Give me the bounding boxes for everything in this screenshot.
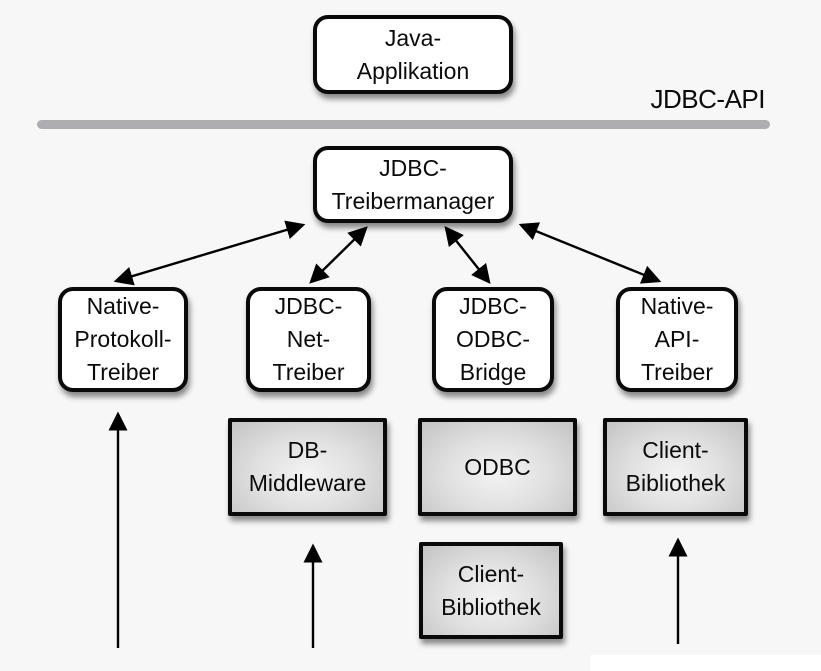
node-odbc: ODBC [418,418,577,516]
node-jdbc-treibermanager: JDBC- Treibermanager [313,146,513,223]
arrow-treibermanager-native-protokoll [113,220,306,286]
node-label: JDBC- ODBC- Bridge [455,293,531,385]
node-label: Native- API- Treiber [640,293,714,385]
node-label: JDBC- Net- Treiber [272,293,345,385]
node-label: Native- Protokoll- Treiber [74,293,172,385]
node-client-bibliothek-odbc: Client- Bibliothek [419,542,563,639]
node-client-bibliothek-native-api: Client- Bibliothek [603,418,748,516]
node-label: Client- Bibliothek [441,560,541,620]
node-jdbc-odbc-bridge: JDBC- ODBC- Bridge [432,287,554,392]
cutoff-white-box [590,655,821,671]
node-label: ODBC [464,453,531,480]
node-label: JDBC- Treibermanager [331,154,495,214]
arrow-treibermanager-jdbc-odbc [444,226,491,284]
arrow-treibermanager-jdbc-net [309,226,368,284]
jdbc-api-label: JDBC-API [650,84,766,114]
node-native-api-treiber: Native- API- Treiber [616,287,738,392]
node-label: DB- Middleware [248,437,367,496]
arrow-treibermanager-native-api [518,222,662,284]
node-java-applikation: Java- Applikation [313,15,513,94]
node-native-protokoll-treiber: Native- Protokoll- Treiber [58,287,188,392]
node-jdbc-net-treiber: JDBC- Net- Treiber [246,287,371,392]
node-label: Java- Applikation [356,24,470,84]
jdbc-api-divider [37,120,770,129]
node-label: Client- Bibliothek [625,437,726,496]
node-db-middleware: DB- Middleware [228,418,387,516]
